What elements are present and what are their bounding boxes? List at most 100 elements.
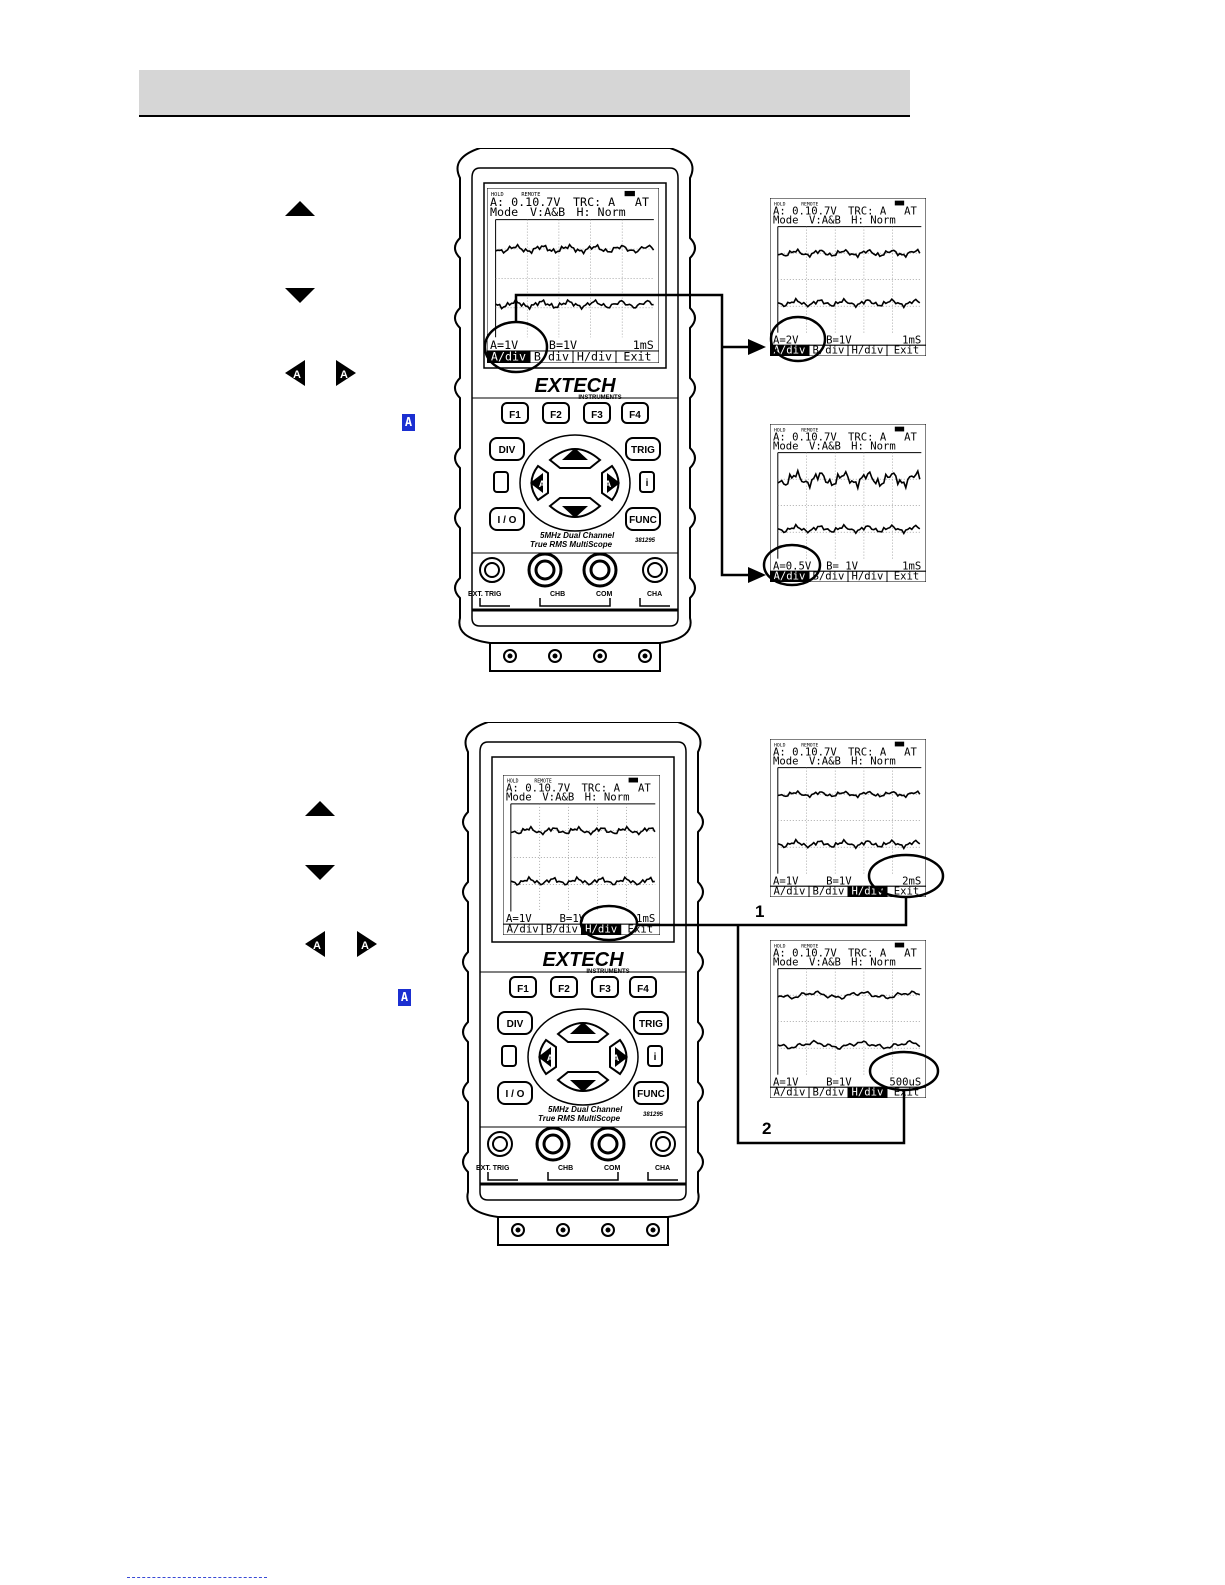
up-arrow-icon [285, 201, 315, 216]
horizontal-mode: H: Norm [576, 205, 625, 219]
channel-a-trace [510, 825, 656, 836]
reading-line: A: 0.10.7V [506, 782, 571, 795]
timebase-value: 1mS [636, 912, 655, 925]
a-div-value: A=1V [490, 338, 518, 352]
battery-icon [628, 777, 639, 783]
brand-sub: INSTRUMENTS [586, 969, 629, 975]
hold-label: HOLD [491, 192, 504, 198]
menu-softkey-label: A/div [507, 923, 539, 935]
horizontal-mode: H: Norm [585, 791, 630, 804]
power-button[interactable]: I / O [506, 1089, 525, 1100]
f3-button[interactable]: F3 [591, 410, 603, 421]
channel-b-trace [510, 875, 655, 886]
vertical-mode: V:A&B [809, 214, 841, 226]
channel-b-trace [777, 1039, 921, 1050]
f1-button[interactable]: F1 [509, 410, 521, 421]
a-right-button[interactable]: A [605, 479, 612, 489]
menu-softkey[interactable] [886, 570, 926, 582]
a-indicator-icon: A [402, 414, 415, 431]
remote-label: REMOTE [801, 742, 818, 748]
div-button[interactable]: DIV [507, 1019, 524, 1030]
div-button[interactable]: DIV [499, 445, 516, 456]
f2-button[interactable]: F2 [558, 984, 570, 995]
brand-sub: INSTRUMENTS [578, 395, 621, 401]
product-line1: 5MHz Dual Channel [548, 1105, 623, 1114]
menu-softkey-label: H/div [577, 349, 612, 363]
menu-softkey[interactable] [886, 344, 926, 356]
auto-trigger-label: AT [638, 782, 651, 795]
f4-button[interactable]: F4 [637, 984, 649, 995]
up-arrow-icon [305, 801, 335, 816]
info-button[interactable]: i [654, 1052, 657, 1063]
com-label: COM [596, 591, 613, 598]
reading-line: A: 0.10.7V [773, 746, 837, 758]
cha-label: CHA [647, 591, 662, 598]
channel-a-trace [495, 243, 655, 256]
trig-button[interactable]: TRIG [631, 445, 655, 456]
battery-icon [894, 426, 905, 432]
menu-softkey-label: Exit [894, 1087, 920, 1098]
down-arrow-icon [285, 288, 315, 303]
f1-button[interactable]: F1 [517, 984, 529, 995]
right-a-arrow-icon: A [336, 360, 356, 386]
vertical-mode: V:A&B [809, 956, 841, 968]
menu-softkey-label: B/div [813, 571, 845, 582]
b-div-value: B=1V [560, 912, 586, 925]
ext-trig-label: EXT. TRIG [476, 1165, 510, 1172]
b-div-value: B= 1V [826, 560, 859, 572]
menu-softkey-label: H/div [585, 923, 617, 935]
f2-button[interactable]: F2 [550, 410, 562, 421]
reading-line: A: 0.10.7V [490, 195, 560, 209]
a-label: A [340, 369, 348, 381]
a-label: A [313, 940, 321, 952]
f4-button[interactable]: F4 [629, 410, 641, 421]
mode-label: Mode [506, 791, 532, 804]
hold-label: HOLD [774, 943, 786, 949]
trigger-readout: TRC: A [582, 782, 621, 795]
horizontal-mode: H: Norm [851, 755, 896, 767]
info-button[interactable]: i [646, 478, 649, 489]
a-div-value: A=0.5V [773, 560, 812, 572]
remote-label: REMOTE [801, 427, 818, 433]
a-div-value: A=1V [773, 875, 799, 887]
model-number: 381295 [643, 1112, 664, 1118]
menu-softkey-label: Exit [894, 571, 920, 582]
a-div-value: A=1V [773, 1076, 799, 1088]
hold-label: HOLD [507, 778, 519, 784]
a-right-button[interactable]: A [613, 1053, 620, 1063]
auto-trigger-label: AT [904, 947, 917, 959]
down-arrow-icon [305, 865, 335, 880]
func-button[interactable]: FUNC [629, 515, 657, 526]
menu-softkey-label: B/div [813, 886, 845, 897]
menu-softkey-label: B/div [813, 1087, 845, 1098]
trigger-readout: TRC: A [848, 431, 887, 443]
func-button[interactable]: FUNC [637, 1089, 665, 1100]
remote-label: REMOTE [801, 943, 818, 949]
a-left-button[interactable]: A [547, 1053, 554, 1063]
menu-softkey[interactable] [886, 1086, 926, 1098]
battery-icon [894, 200, 905, 206]
trigger-readout: TRC: A [848, 746, 887, 758]
timebase-value: 1mS [633, 338, 654, 352]
a-left-button[interactable]: A [539, 479, 546, 489]
trigger-readout: TRC: A [848, 947, 887, 959]
power-button[interactable]: I / O [498, 515, 517, 526]
menu-softkey-label: A/div [774, 571, 806, 582]
cha-label: CHA [655, 1165, 670, 1172]
reading-line: A: 0.10.7V [773, 431, 837, 443]
trig-button[interactable]: TRIG [639, 1019, 663, 1030]
a-div-value: A=1V [506, 912, 532, 925]
callout-number-1: 1 [755, 902, 765, 921]
channel-b-trace [777, 297, 921, 309]
timebase-value: 1mS [902, 560, 921, 572]
reading-line: A: 0.10.7V [773, 205, 837, 217]
menu-softkey[interactable] [886, 885, 926, 897]
menu-softkey-label: H/div [852, 571, 884, 582]
f3-button[interactable]: F3 [599, 984, 611, 995]
a-label: A [361, 940, 369, 952]
left-a-arrow-icon: A [305, 931, 325, 957]
brand-logo: EXTECH [542, 949, 624, 971]
